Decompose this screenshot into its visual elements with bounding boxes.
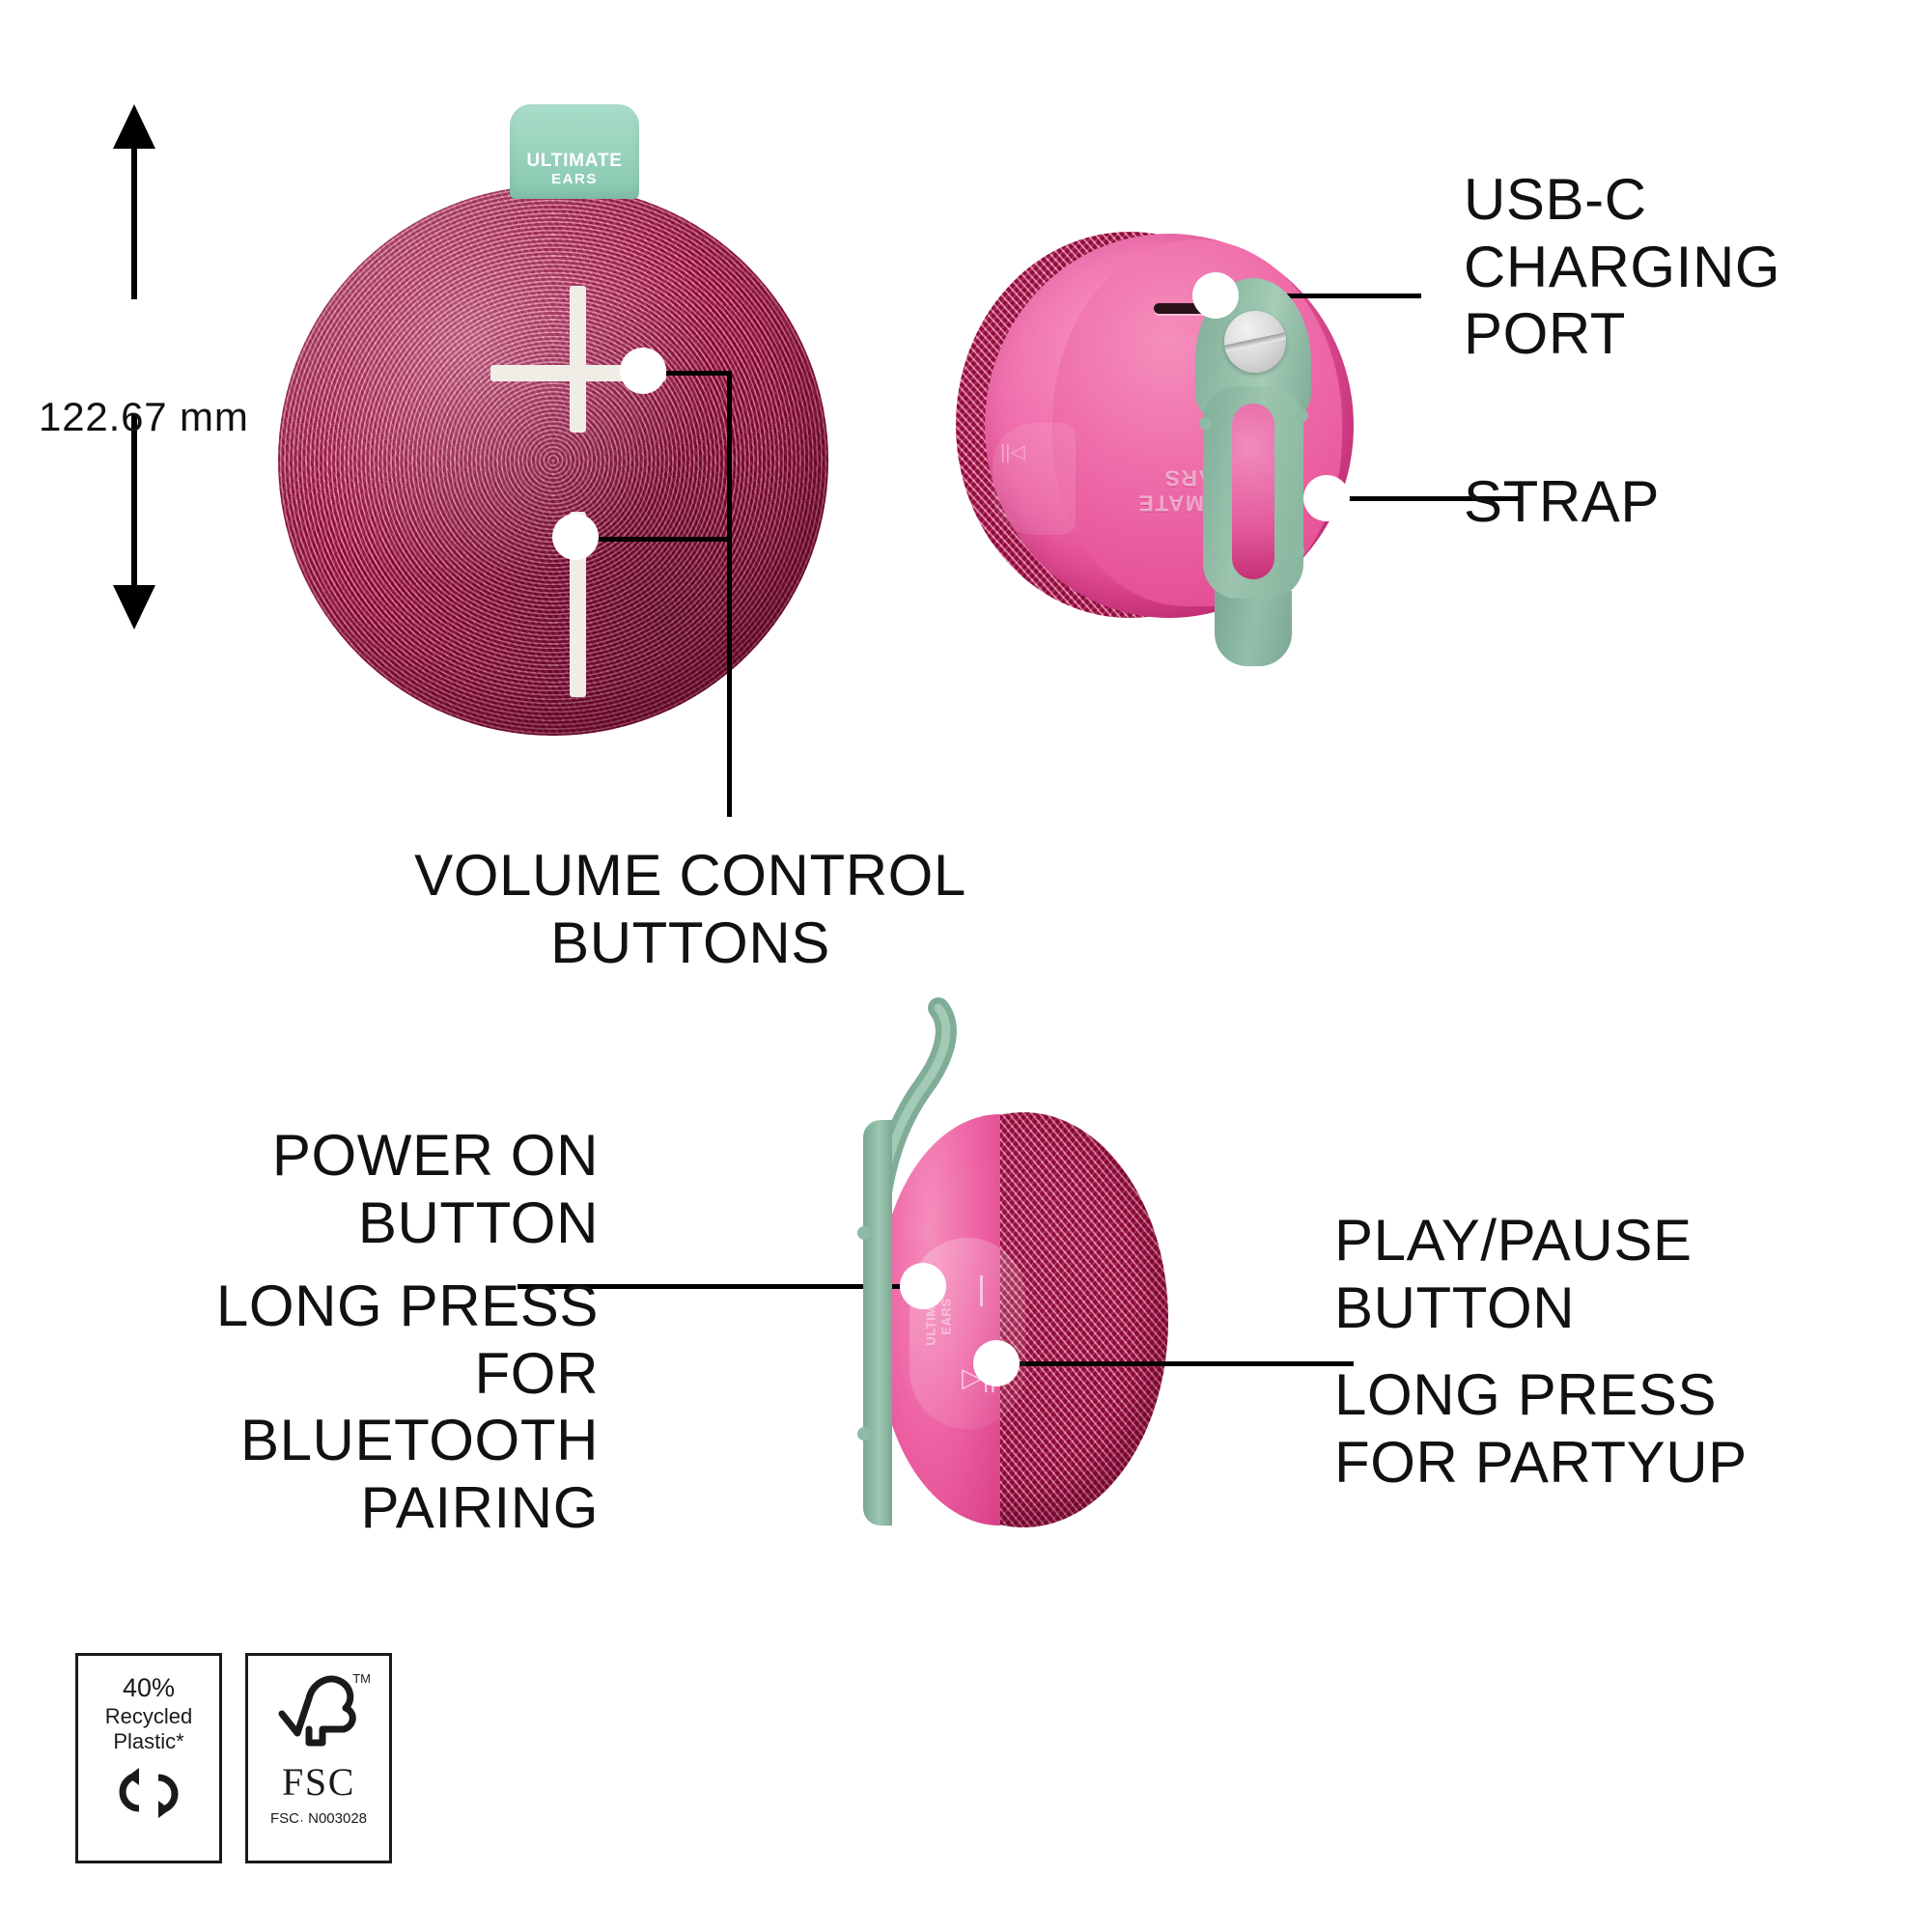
leader-volume-down-horizontal xyxy=(575,537,730,542)
callout-volume-control-buttons: VOLUME CONTROL BUTTONS xyxy=(414,843,966,975)
callout-power-on-detail: LONG PRESS FOR BLUETOOTH PAIRING xyxy=(215,1274,599,1540)
callout-play-pause-button: PLAY/PAUSE BUTTON xyxy=(1334,1208,1693,1340)
leader-play-pause-button xyxy=(1006,1361,1354,1366)
recycled-material: Plastic* xyxy=(113,1728,184,1753)
leader-power-button xyxy=(518,1284,904,1289)
leader-volume-vertical-lower xyxy=(727,537,732,817)
dimension-arrowhead-down xyxy=(113,585,155,630)
leader-volume-vertical-upper xyxy=(727,371,732,540)
brand-line-2: EARS xyxy=(551,170,598,187)
marker-play-pause-button[interactable] xyxy=(973,1340,1020,1386)
dimension-shaft-lower xyxy=(131,415,137,587)
fsc-wordmark: FSC xyxy=(282,1760,355,1804)
strap-screw xyxy=(1224,311,1286,373)
fsc-tm-mark: TM xyxy=(352,1671,371,1686)
badge-fsc: TM FSC FSC˓ N003028 xyxy=(245,1653,392,1863)
back-side-button-pad xyxy=(993,423,1076,535)
recycle-loop-svg xyxy=(119,1767,179,1818)
profile-strap-bump-lower xyxy=(857,1427,871,1441)
leader-volume-up-horizontal xyxy=(645,371,732,376)
strap-bump-right-lower xyxy=(1292,545,1304,557)
screw-slot xyxy=(1224,331,1286,353)
leader-usb-c xyxy=(1228,294,1421,298)
fsc-tree-checkmark-icon: TM xyxy=(268,1669,371,1763)
speaker-front-view: ULTIMATE EARS xyxy=(0,0,869,817)
marker-volume-down[interactable] xyxy=(552,514,599,560)
strap-bump-left-lower xyxy=(1203,552,1216,565)
back-play-pause-glyph: ▷|| xyxy=(1000,443,1025,464)
ultimate-ears-hang-tab: ULTIMATE EARS xyxy=(510,104,639,199)
callout-play-pause-detail: LONG PRESS FOR PARTYUP xyxy=(1334,1362,1748,1495)
callout-strap: STRAP xyxy=(1464,469,1661,534)
fsc-tree-svg xyxy=(278,1675,356,1747)
fsc-license-code: FSC˓ N003028 xyxy=(269,1810,368,1828)
callout-usb-c-charging-port: USB-C CHARGING PORT xyxy=(1464,167,1781,367)
marker-power-button[interactable] xyxy=(900,1263,946,1309)
recycled-percent: 40% xyxy=(122,1673,176,1702)
speaker-profile-view: | ▷|| ULTIMATE EARS xyxy=(518,994,1354,1535)
dimension-arrowhead-up xyxy=(113,104,155,149)
usb-c-port xyxy=(1154,303,1208,314)
marker-usb-c-port[interactable] xyxy=(1192,272,1239,319)
badge-recycled-plastic: 40% Recycled Plastic* xyxy=(75,1653,222,1863)
speaker-mesh-grille xyxy=(278,185,828,736)
profile-strap-bump-upper xyxy=(857,1226,871,1240)
strap-bump-right-upper xyxy=(1296,409,1308,422)
marker-strap[interactable] xyxy=(1303,475,1350,521)
strap-tail xyxy=(1215,591,1292,666)
recycle-loop-icon xyxy=(114,1762,183,1829)
leader-strap xyxy=(1336,496,1522,501)
power-button-glyph[interactable]: | xyxy=(977,1271,986,1307)
marker-volume-up[interactable] xyxy=(620,348,666,394)
strap-bump-left-upper xyxy=(1199,417,1212,430)
strap-opening xyxy=(1232,404,1274,579)
brand-line-1: ULTIMATE xyxy=(526,150,623,171)
profile-strap-spine xyxy=(863,1120,892,1526)
dimension-label: 122.67 mm xyxy=(39,394,249,439)
recycled-word: Recycled xyxy=(104,1703,193,1728)
callout-power-on-button: POWER ON BUTTON xyxy=(271,1123,599,1255)
dimension-shaft-upper xyxy=(131,145,137,299)
volume-up-button-vertical[interactable] xyxy=(570,286,586,433)
